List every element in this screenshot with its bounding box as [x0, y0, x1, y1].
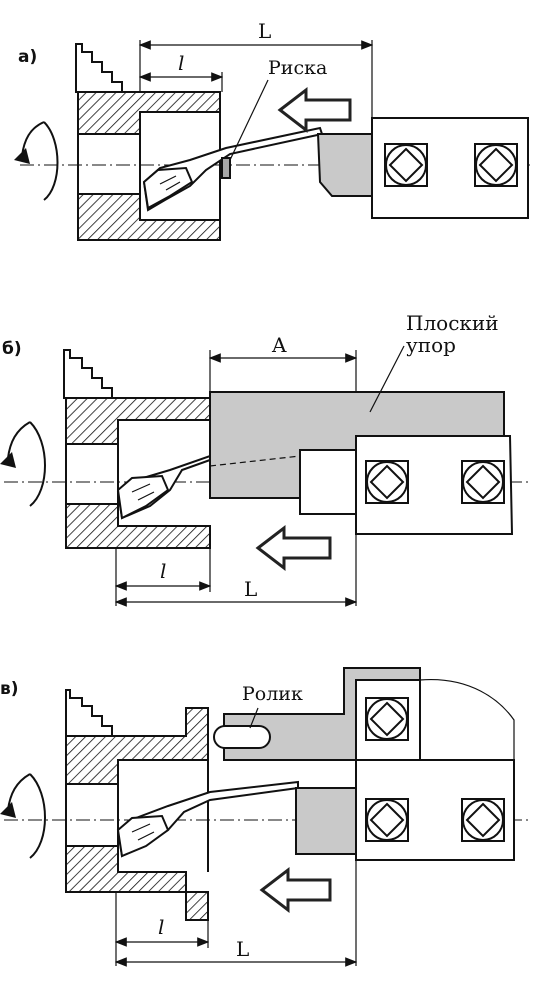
bar-holder-neck [316, 133, 373, 197]
workpiece-upper [77, 91, 221, 135]
dimension-l-label: l [158, 915, 164, 939]
tool-post [355, 435, 514, 535]
panel-c: в) Ролик [0, 667, 532, 967]
rotation-arrow-icon [14, 121, 59, 201]
dimension-L-label: L [244, 577, 257, 601]
screw-icon [365, 798, 409, 842]
panel-b: б) [0, 311, 532, 607]
screw-icon [384, 143, 428, 187]
screw-icon [461, 798, 505, 842]
chuck-jaws [75, 43, 123, 93]
chuck-jaws [63, 349, 113, 399]
dimension-L-label: L [258, 19, 271, 43]
workpiece-upper [65, 707, 209, 785]
dimension-L-label: L [236, 937, 249, 961]
note-label-line2: упор [406, 333, 456, 357]
note-label: Ролик [242, 683, 303, 705]
workpiece-upper [65, 397, 211, 445]
screw-icon [365, 697, 409, 741]
panel-a: а) [14, 19, 530, 241]
tool-post [371, 117, 529, 219]
feed-arrow-icon [255, 524, 332, 572]
panel-c-tag: в) [0, 679, 19, 699]
cutter-tip [116, 814, 170, 858]
workpiece-lower [65, 845, 209, 921]
chuck-jaws [65, 689, 113, 737]
panel-a-tag: а) [18, 47, 37, 67]
rotation-arrow-icon [0, 421, 46, 507]
bar-holder-neck [295, 787, 357, 855]
dimension-A-label: A [271, 333, 287, 357]
note-label-line1: Плоский [406, 311, 499, 335]
feed-arrow-icon [259, 866, 332, 914]
screw-icon [365, 460, 409, 504]
cutter-tip [142, 166, 194, 210]
scribe-mark [221, 157, 231, 179]
roller [213, 725, 271, 749]
note-label: Риска [268, 57, 327, 79]
dimension-l-label: l [178, 51, 184, 75]
screw-icon [461, 460, 505, 504]
panel-b-tag: б) [2, 339, 22, 359]
dimension-l-label: l [160, 559, 166, 583]
feed-arrow-icon [277, 86, 352, 134]
screw-icon [474, 143, 518, 187]
rotation-arrow-icon [0, 773, 46, 859]
tool-post [355, 759, 515, 861]
bar-holder-neck [299, 449, 357, 515]
